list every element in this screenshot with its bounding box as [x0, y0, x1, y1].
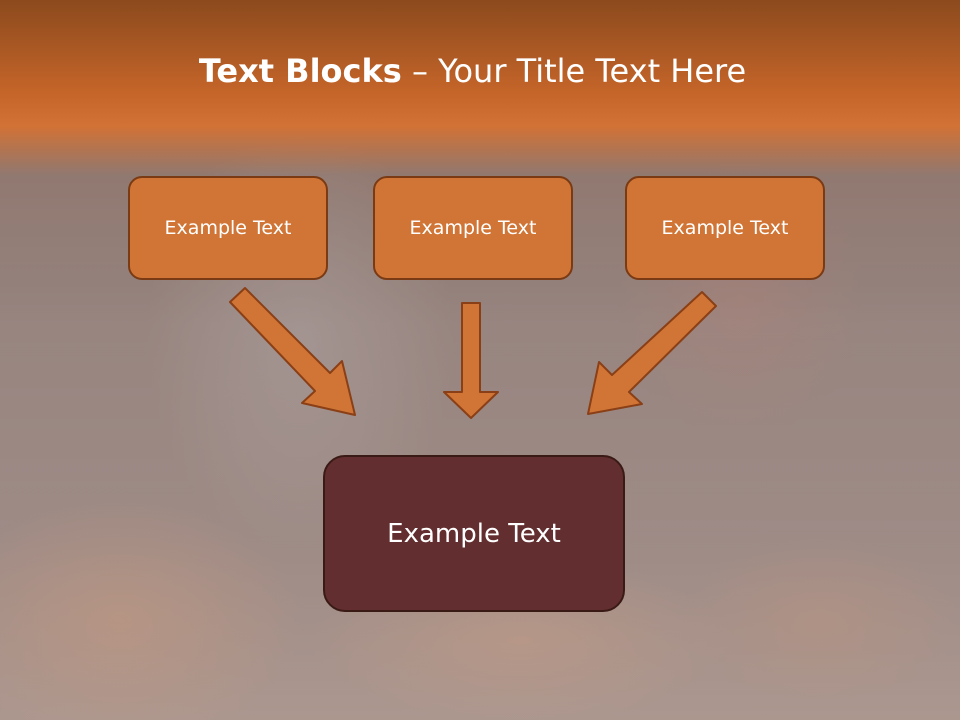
arrow-down-left-icon: [587, 291, 717, 415]
title-band: [0, 0, 960, 175]
text-block-center[interactable]: Example Text: [373, 176, 573, 280]
text-block-left-label: Example Text: [164, 217, 292, 239]
arrow-down-icon: [443, 302, 499, 419]
text-block-main-label: Example Text: [387, 518, 561, 549]
text-block-left[interactable]: Example Text: [128, 176, 328, 280]
title-rest: – Your Title Text Here: [401, 52, 747, 90]
text-block-main[interactable]: Example Text: [323, 455, 625, 612]
text-block-right[interactable]: Example Text: [625, 176, 825, 280]
title-bold: Text Blocks: [198, 52, 402, 90]
text-block-right-label: Example Text: [661, 217, 789, 239]
text-block-center-label: Example Text: [409, 217, 537, 239]
arrow-down-right-icon: [229, 287, 356, 416]
slide-title: Text Blocks – Your Title Text Here: [0, 52, 945, 90]
